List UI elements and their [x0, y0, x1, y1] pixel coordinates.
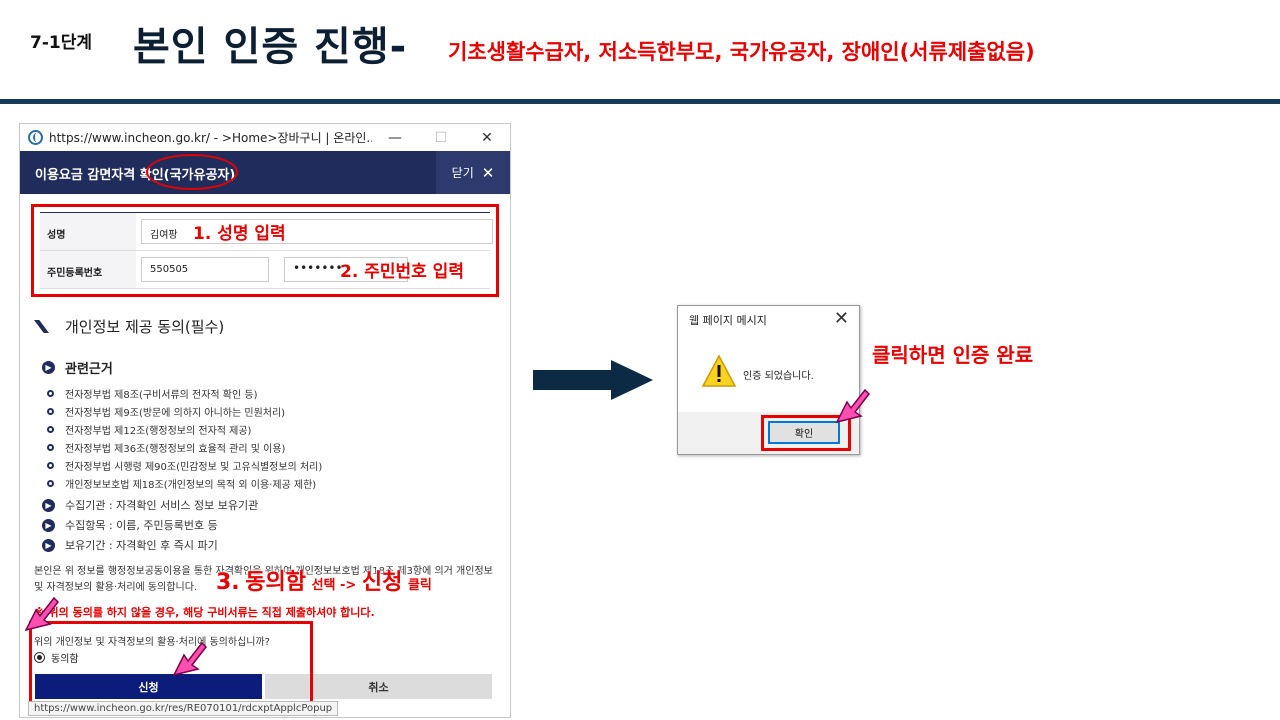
bullet-ring-icon: [47, 425, 54, 433]
rrn-front-input[interactable]: 550505: [141, 257, 269, 282]
browser-globe-icon: [28, 130, 43, 145]
chevron-right-icon: ▶: [42, 361, 55, 374]
list-item: 전자정부법 제36조(행정정보의 효율적 관리 및 이용): [47, 438, 322, 456]
close-icon: ✕: [481, 163, 495, 182]
annotation-click-complete: 클릭하면 인증 완료: [872, 343, 1034, 367]
minimize-button[interactable]: —: [388, 129, 402, 146]
info-text: 보유기간 : 자격확인 후 즉시 파기: [65, 539, 218, 552]
apply-button[interactable]: 신청: [35, 674, 262, 699]
pink-pointer-arrow-icon: [835, 388, 870, 424]
list-item: 전자정부법 제9조(방문에 의하지 아니하는 민원처리): [47, 402, 322, 420]
annotation-step3: 3. 동의함 선택 -> 신청 클릭: [216, 564, 432, 596]
identity-form: 성명 김여팡 1. 성명 입력 주민등록번호 550505 - ••••••• …: [40, 212, 493, 289]
legal-basis-title: 관련근거: [65, 362, 113, 377]
list-item: ▶ 수집기관 : 자격확인 서비스 정보 보유기관: [42, 495, 258, 515]
agree-radio-option[interactable]: 동의함: [34, 650, 79, 665]
warning-icon: [701, 354, 737, 387]
list-item: ▶ 수집항목 : 이름, 주민등록번호 등: [42, 515, 258, 535]
cancel-button[interactable]: 취소: [265, 674, 492, 699]
consent-section-title: 개인정보 제공 동의(필수): [34, 316, 224, 337]
dialog-title: 웹 페이지 메시지: [689, 314, 767, 327]
collection-info-list: ▶ 수집기관 : 자격확인 서비스 정보 보유기관 ▶ 수집항목 : 이름, 주민등…: [42, 495, 258, 555]
name-input[interactable]: 김여팡: [141, 219, 493, 244]
dialog-titlebar: 웹 페이지 메시지 ✕: [678, 306, 859, 334]
law-text: 전자정부법 제9조(방문에 의하지 아니하는 민원처리): [65, 407, 286, 419]
chevron-right-icon: ▶: [42, 538, 55, 552]
dialog-message: 인증 되었습니다.: [743, 371, 814, 382]
ok-highlight-box: [761, 415, 851, 451]
rrn-label: 주민등록번호: [40, 251, 136, 288]
law-text: 개인정보보호법 제18조(개인정보의 목적 외 이용·제공 제한): [65, 479, 317, 491]
identity-form-highlight: 성명 김여팡 1. 성명 입력 주민등록번호 550505 - ••••••• …: [31, 204, 499, 297]
close-label: 닫기: [451, 166, 474, 180]
consent-question: 위의 개인정보 및 자격정보의 활용·처리에 동의하십니까?: [34, 637, 270, 648]
annotation-step3-select: 선택 ->: [311, 578, 357, 593]
legal-basis-list: 전자정부법 제8조(구비서류의 전자적 확인 등) 전자정부법 제9조(방문에 …: [47, 384, 322, 492]
status-bar-url: https://www.incheon.go.kr/res/RE070101/r…: [28, 701, 339, 716]
law-text: 전자정부법 제36조(행정정보의 효율적 관리 및 이용): [65, 443, 286, 455]
slide-subtitle: 기초생활수급자, 저소득한부모, 국가유공자, 장애인(서류제출없음): [448, 40, 1035, 64]
consent-statement: 본인은 위 정보를 행정정보공동이용을 통한 자격확인을 위하여 개인정보보호법…: [34, 566, 493, 593]
bullet-ring-icon: [47, 479, 54, 487]
name-row: 성명 김여팡 1. 성명 입력: [40, 213, 493, 251]
section-slash-icon: [34, 320, 49, 333]
annotation-name: 1. 성명 입력: [193, 224, 286, 244]
highlight-oval: [146, 154, 238, 190]
info-text: 수집기관 : 자격확인 서비스 정보 보유기관: [65, 499, 259, 512]
bullet-ring-icon: [47, 389, 54, 397]
law-text: 전자정부법 제8조(구비서류의 전자적 확인 등): [65, 389, 258, 401]
flow-arrow-icon: [533, 360, 653, 400]
annotation-rrn: 2. 주민번호 입력: [340, 262, 464, 282]
info-text: 수집항목 : 이름, 주민등록번호 등: [65, 519, 218, 532]
list-item: ▶ 보유기간 : 자격확인 후 즉시 파기: [42, 535, 258, 555]
window-titlebar: https://www.incheon.go.kr/ - >Home>장바구니 …: [20, 124, 510, 151]
list-item: 전자정부법 제8조(구비서류의 전자적 확인 등): [47, 384, 322, 402]
list-item: 개인정보보호법 제18조(개인정보의 목적 외 이용·제공 제한): [47, 474, 322, 492]
maximize-button[interactable]: ☐: [434, 129, 448, 146]
annotation-step3-num: 3.: [216, 570, 240, 595]
annotation-step3-agree: 동의함: [245, 570, 306, 595]
annotation-step3-click: 클릭: [407, 578, 432, 593]
title-divider: [0, 99, 1280, 104]
consent-section-title-text: 개인정보 제공 동의(필수): [65, 318, 225, 336]
rrn-back-input[interactable]: •••••••: [284, 257, 408, 282]
modal-header: 이용요금 감면자격 확인(국가유공자) 닫기 ✕: [20, 151, 510, 194]
bullet-ring-icon: [47, 443, 54, 451]
list-item: 전자정부법 제12조(행정정보의 전자적 제공): [47, 420, 322, 438]
slide-title: 본인 인증 진행-: [133, 24, 408, 70]
consent-warning: ※ 위의 동의를 하지 않을 경우, 해당 구비서류는 직접 제출하셔야 합니다…: [34, 606, 375, 619]
agree-radio[interactable]: [34, 652, 45, 663]
pink-pointer-arrow-icon: [172, 641, 207, 677]
bullet-ring-icon: [47, 461, 54, 469]
titlebar-url: https://www.incheon.go.kr/ - >Home>장바구니 …: [49, 131, 372, 145]
chevron-right-icon: ▶: [42, 498, 55, 512]
bullet-ring-icon: [47, 407, 54, 415]
law-text: 전자정부법 제12조(행정정보의 전자적 제공): [65, 425, 252, 437]
legal-basis-heading: ▶ 관련근거: [42, 358, 113, 377]
dialog-body: 인증 되었습니다.: [678, 334, 859, 412]
rrn-row: 주민등록번호 550505 - ••••••• 2. 주민번호 입력: [40, 251, 490, 289]
window-close-button[interactable]: ✕: [481, 129, 493, 146]
law-text: 전자정부법 시행령 제90조(민감정보 및 고유식별정보의 처리): [65, 461, 323, 473]
name-label: 성명: [40, 213, 136, 250]
pink-pointer-arrow-icon: [24, 596, 59, 632]
annotation-step3-apply: 신청: [361, 570, 403, 595]
ok-button[interactable]: 확인: [768, 421, 840, 444]
step-label: 7-1단계: [30, 33, 92, 53]
list-item: 전자정부법 시행령 제90조(민감정보 및 고유식별정보의 처리): [47, 456, 322, 474]
web-page-message-dialog: 웹 페이지 메시지 ✕ 인증 되었습니다. 확인: [677, 305, 870, 455]
verification-popup-window: https://www.incheon.go.kr/ - >Home>장바구니 …: [19, 123, 511, 718]
chevron-right-icon: ▶: [42, 518, 55, 532]
dialog-close-button[interactable]: ✕: [833, 308, 849, 329]
modal-close-button[interactable]: 닫기 ✕: [436, 151, 510, 194]
agree-label: 동의함: [51, 654, 79, 665]
